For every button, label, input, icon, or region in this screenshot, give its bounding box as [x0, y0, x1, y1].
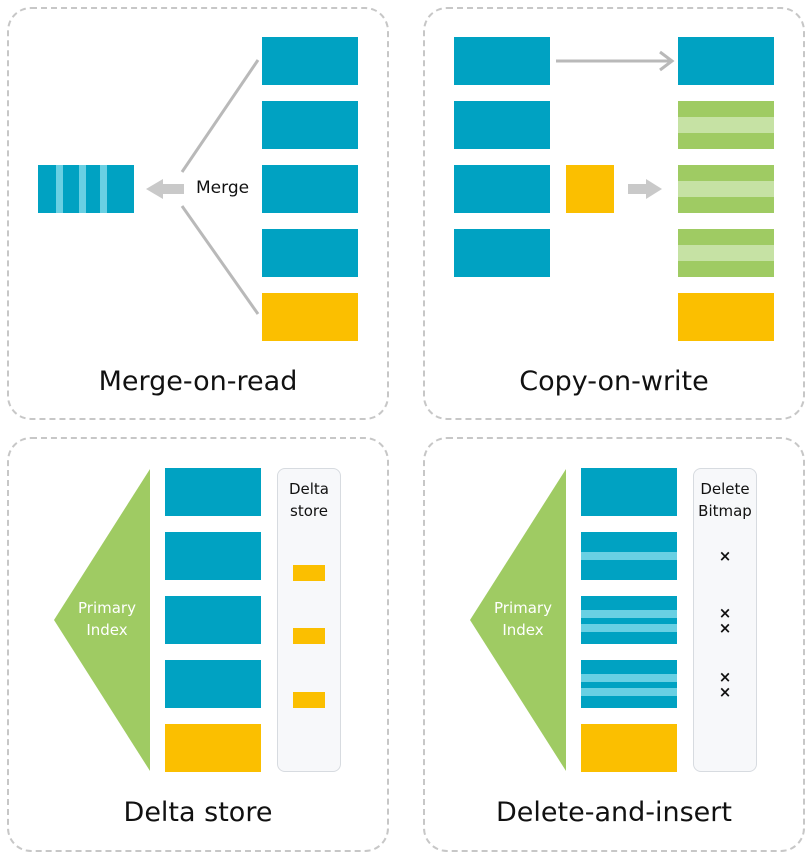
data-block — [262, 37, 358, 85]
rewritten-block — [678, 229, 774, 277]
rewrite-arrow-icon — [628, 179, 662, 199]
delta-entry — [293, 565, 325, 581]
delta-store-box: Delta store — [277, 468, 341, 772]
delta-block — [262, 293, 358, 341]
deleted-row-stripe — [581, 624, 677, 632]
merged-stripe — [79, 165, 86, 213]
data-block — [454, 165, 550, 213]
data-block — [262, 101, 358, 149]
merged-result-block — [38, 165, 134, 213]
merge-label: Merge — [194, 178, 252, 198]
delete-mark-icon: × — [718, 683, 732, 701]
inserted-block — [581, 724, 677, 772]
rewritten-block — [678, 165, 774, 213]
delete-mark-icon: × — [718, 668, 732, 686]
deleted-row-stripe — [581, 674, 677, 682]
deleted-row-stripe — [581, 552, 677, 560]
delta-store-panel — [7, 437, 389, 852]
delta-entry — [293, 692, 325, 708]
delta-entry — [293, 628, 325, 644]
merge-line-bottom — [180, 205, 260, 315]
data-block — [262, 165, 358, 213]
merge-arrow-icon — [146, 179, 184, 199]
delete-bitmap-box: Delete Bitmap × × × × × — [693, 468, 757, 772]
data-block — [165, 596, 261, 644]
primary-index-label: Primary Index — [494, 599, 552, 639]
deleted-row-stripe — [581, 688, 677, 696]
delete-bitmap-label: Delete Bitmap — [698, 480, 752, 520]
data-block — [581, 660, 677, 708]
merge-on-read-panel — [7, 7, 389, 420]
panel-title: Delete-and-insert — [496, 797, 732, 828]
primary-index-label: Primary Index — [78, 599, 136, 639]
merged-stripe — [56, 165, 63, 213]
update-block — [566, 165, 614, 213]
delta-block — [165, 724, 261, 772]
delta-block — [678, 293, 774, 341]
panel-title: Merge-on-read — [98, 366, 298, 397]
copy-on-write-panel — [423, 7, 805, 420]
data-block — [454, 229, 550, 277]
delete-and-insert-panel — [423, 437, 805, 852]
rewritten-stripe — [678, 117, 774, 133]
copied-block — [678, 37, 774, 85]
merged-stripe — [100, 165, 107, 213]
delete-mark-icon: × — [718, 619, 732, 637]
data-block — [581, 532, 677, 580]
delete-mark-icon: × — [718, 547, 732, 565]
data-block — [262, 229, 358, 277]
merge-line-top — [180, 59, 260, 173]
data-block — [165, 660, 261, 708]
delete-mark-icon: × — [718, 604, 732, 622]
data-block — [581, 596, 677, 644]
delta-store-label: Delta store — [288, 480, 330, 520]
data-block — [454, 37, 550, 85]
deleted-row-stripe — [581, 610, 677, 618]
panel-title: Delta store — [123, 797, 273, 828]
data-block — [581, 468, 677, 516]
panel-title: Copy-on-write — [519, 366, 709, 397]
rewritten-block — [678, 101, 774, 149]
rewritten-stripe — [678, 181, 774, 197]
copy-arrow-head-icon — [659, 50, 675, 72]
data-block — [165, 468, 261, 516]
data-block — [165, 532, 261, 580]
data-block — [454, 101, 550, 149]
rewritten-stripe — [678, 245, 774, 261]
